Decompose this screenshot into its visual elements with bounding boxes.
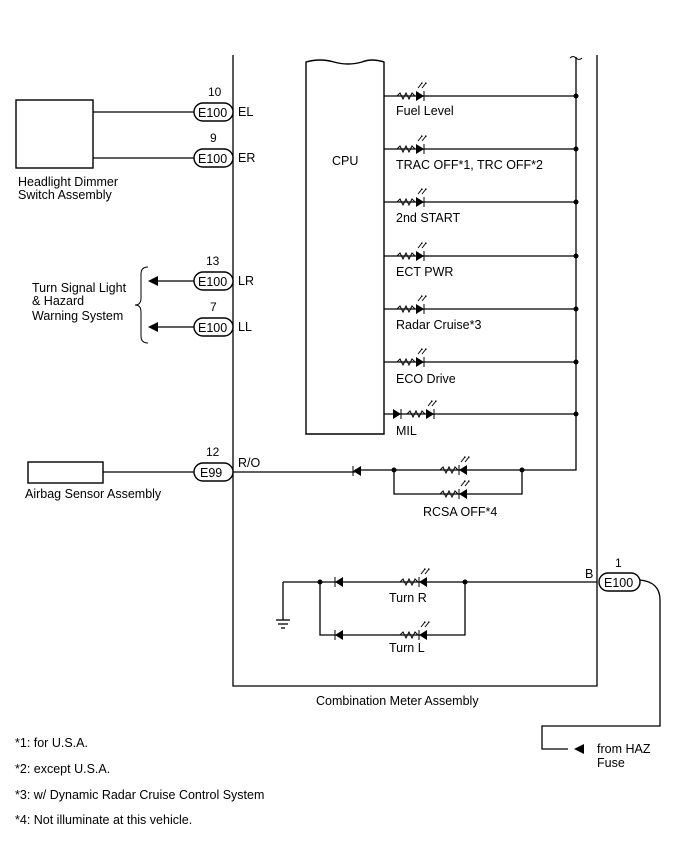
led-icon (406, 400, 437, 420)
turn-r-led-icon (399, 568, 430, 588)
led-icon (396, 82, 427, 102)
connector-code: E100 (198, 321, 227, 335)
footnote-4: *4: Not illuminate at this vehicle. (15, 813, 192, 827)
footnote-3: *3: w/ Dynamic Radar Cruise Control Syst… (15, 788, 264, 802)
connector-pin: 7 (210, 300, 217, 314)
connector-code: E100 (604, 576, 633, 590)
connector-body (598, 572, 641, 592)
connector-body (193, 317, 234, 337)
connector-body (193, 148, 234, 168)
connector-pin: 1 (615, 556, 622, 570)
connector-body (193, 102, 234, 122)
footnote-2: *2: except U.S.A. (15, 762, 110, 776)
led-icon (396, 348, 427, 368)
connector-b: E100 1 B (585, 556, 641, 592)
rcsa-branch (393, 470, 523, 495)
meter-title: Combination Meter Assembly (316, 694, 479, 708)
led-row-trac-off: TRAC OFF*1, TRC OFF*2 (384, 135, 579, 172)
diode-icon (393, 409, 401, 419)
led-label: ECT PWR (396, 265, 453, 279)
connector-ro: E99 12 R/O (193, 445, 261, 482)
connector-ll: E100 7 LL (193, 300, 252, 337)
led-icon (396, 295, 427, 315)
haz-label-1: from HAZ (597, 742, 651, 756)
cpu-label: CPU (332, 154, 358, 168)
turn-signal-label-3: Warning System (32, 309, 123, 323)
led-row-radar-cruise: Radar Cruise*3 (384, 295, 579, 332)
connector-terminal: EL (238, 105, 253, 119)
connector-pin: 12 (206, 445, 220, 459)
dimmer-label-2: Switch Assembly (18, 188, 113, 202)
headlight-dimmer-box (15, 99, 94, 169)
connector-el: E100 10 EL (193, 85, 253, 122)
haz-fuse-wire (541, 579, 661, 750)
connector-pin: 9 (210, 131, 217, 145)
led-row-fuel-level: Fuel Level (384, 82, 579, 118)
turn-signal-label-2: & Hazard (32, 294, 84, 308)
connector-body (193, 271, 234, 291)
led-icon (396, 135, 427, 155)
footnote-1: *1: for U.S.A. (15, 736, 88, 750)
led-label: Fuel Level (396, 104, 454, 118)
led-label: MIL (396, 424, 417, 438)
turn-signal-brace (134, 266, 149, 344)
led-row-mil: MIL (384, 400, 579, 438)
turn-l-led-icon (399, 621, 430, 641)
turn-l-label: Turn L (389, 641, 425, 655)
led-label: 2nd START (396, 211, 461, 225)
connector-terminal: B (585, 567, 593, 581)
connector-pin: 10 (208, 85, 222, 99)
dimmer-label-1: Headlight Dimmer (18, 175, 118, 189)
connector-code: E99 (200, 466, 222, 480)
connector-er: E100 9 ER (193, 131, 255, 168)
meter-outline (232, 55, 598, 687)
connector-lr: E100 13 LR (193, 254, 254, 291)
connector-terminal: R/O (238, 456, 261, 470)
connector-terminal: ER (238, 151, 255, 165)
airbag-sensor-box (27, 461, 104, 484)
led-row-2nd-start: 2nd START (384, 188, 579, 225)
led-label: TRAC OFF*1, TRC OFF*2 (396, 158, 543, 172)
rcsa-label: RCSA OFF*4 (423, 505, 497, 519)
led-label: Radar Cruise*3 (396, 318, 482, 332)
connector-terminal: LR (238, 274, 254, 288)
led-icon (396, 242, 427, 262)
led-row-eco-drive: ECO Drive (384, 348, 579, 386)
turn-indicator-circuit: Turn R Turn L (276, 568, 597, 655)
rcsa-led-icon (439, 480, 470, 500)
turn-r-label: Turn R (389, 591, 427, 605)
led-bus (355, 57, 577, 471)
connector-code: E100 (198, 152, 227, 166)
arrow-icon (574, 744, 584, 754)
rcsa-led-icon (439, 456, 470, 476)
connector-code: E100 (198, 106, 227, 120)
led-label: ECO Drive (396, 372, 456, 386)
haz-label-2: Fuse (597, 756, 625, 770)
connector-code: E100 (198, 275, 227, 289)
led-icon (396, 188, 427, 208)
arrow-icon (148, 276, 158, 286)
airbag-label: Airbag Sensor Assembly (25, 487, 162, 501)
turn-signal-label-1: Turn Signal Light (32, 281, 127, 295)
cpu-box (305, 59, 385, 435)
connector-pin: 13 (206, 254, 220, 268)
arrow-icon (148, 322, 158, 332)
led-row-ect-pwr: ECT PWR (384, 242, 579, 279)
diode-icon (353, 466, 361, 476)
connector-terminal: LL (238, 320, 252, 334)
